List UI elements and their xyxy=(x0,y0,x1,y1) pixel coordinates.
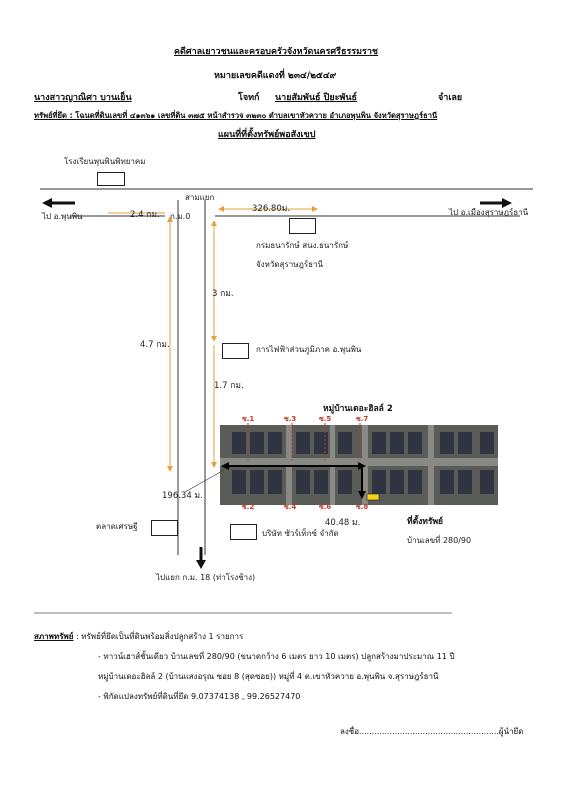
property-line: ทรัพย์ที่ยึด : โฉนดที่ดินเลขที่ ๔๑๓๖๑ เล… xyxy=(34,111,438,120)
school-marker xyxy=(97,172,125,186)
market-label: ตลาดเศรษฐี xyxy=(96,522,138,531)
map-title: แผนที่ที่ตั้งทรัพย์พอสังเขป xyxy=(218,130,316,140)
house-number-label: บ้านเลขที่ 280/90 xyxy=(407,536,472,545)
alley-label: ซ.7 xyxy=(356,415,369,423)
electricity-marker xyxy=(222,343,249,359)
dist-3km-label: 3 กม. xyxy=(212,289,234,299)
property-location-label: ที่ตั้งทรัพย์ xyxy=(407,517,444,527)
defendant-name: นางสาวญาณิศา บานเย็น xyxy=(34,93,132,103)
treasury-marker xyxy=(289,218,316,234)
plaintiff-name: นายสัมพันธ์ ปิยะพันธ์ xyxy=(275,93,358,103)
defendant-label: จำเลย xyxy=(438,93,463,103)
alley-label: ซ.6 xyxy=(319,503,332,511)
to-muang-label: ไป อ.เมืองสุราษฎร์ธานี xyxy=(449,208,529,217)
alley-label: ซ.2 xyxy=(242,503,255,511)
treasury-label: กรมธนารักษ์ สนง.ธนารักษ์ xyxy=(256,241,349,250)
village-label: หมู่บ้านเดอะฮิลล์ 2 xyxy=(323,404,393,414)
details-line-2: หมู่บ้านเดอะฮิลล์ 2 (บ้านแสงอรุณ ซอย 8 (… xyxy=(98,672,439,681)
details-line-3: - พิกัดแปลงทรัพย์ที่ดินที่ยึด 9.07374138… xyxy=(98,692,301,701)
junction-label: สามแยก xyxy=(185,193,215,202)
province-label: จังหวัดสุราษฎร์ธานี xyxy=(256,260,324,269)
dist-196-label: 196.34 ม. xyxy=(162,491,203,501)
signature-line: ลงชื่อ..................................… xyxy=(340,727,524,736)
case-number: หมายเลขคดีแดงที่ ๒๓๔/๒๕๔๙ xyxy=(214,71,337,81)
electricity-label: การไฟฟ้าส่วนภูมิภาค อ.พุนพิน xyxy=(256,345,362,354)
to-phunphin-label: ไป อ.พุนพิน xyxy=(42,212,83,221)
alley-label: ซ.1 xyxy=(242,415,255,423)
details-title: สภาพทรัพย์ xyxy=(34,632,74,641)
dist-17km-label: 1.7 กม. xyxy=(214,381,244,391)
alley-label: ซ.8 xyxy=(356,503,369,511)
plaintiff-label: โจทก์ xyxy=(238,93,260,103)
details-line-1: - ทาวน์เฮาส์ชั้นเดียว บ้านเลขที่ 280/90 … xyxy=(98,652,455,661)
dist-47km-label: 4.7 กม. xyxy=(140,340,170,350)
school-label: โรงเรียนพุนพินพิทยาคม xyxy=(64,157,146,166)
alley-label: ซ.5 xyxy=(319,415,332,423)
alley-label: ซ.4 xyxy=(284,503,297,511)
dist-40-label: 40.48 ม. xyxy=(325,518,361,528)
court-title: คดีศาลเยาวชนและครอบครัวจังหวัดนครศรีธรรม… xyxy=(174,47,379,57)
km-zero-label: ก.ม.0 xyxy=(170,212,191,221)
dist-right-label: 326.80ม. xyxy=(252,204,291,214)
details-title-rest: : ทรัพย์ที่ยึดเป็นที่ดินพร้อมสิ่งปลูกสร้… xyxy=(73,632,244,641)
dist-left-label: 2.4 กม. xyxy=(130,210,160,220)
to-km18-label: ไปแยก ก.ม. 18 (ท่าโรงช้าง) xyxy=(156,573,256,582)
company-label: บริษัท ซัวร์เท็กซ์ จำกัด xyxy=(262,529,339,538)
alley-label: ซ.3 xyxy=(284,415,297,423)
property-details-heading: สภาพทรัพย์ : ทรัพย์ที่ยึดเป็นที่ดินพร้อม… xyxy=(34,630,243,643)
company-marker xyxy=(230,524,257,540)
market-marker xyxy=(151,520,178,536)
